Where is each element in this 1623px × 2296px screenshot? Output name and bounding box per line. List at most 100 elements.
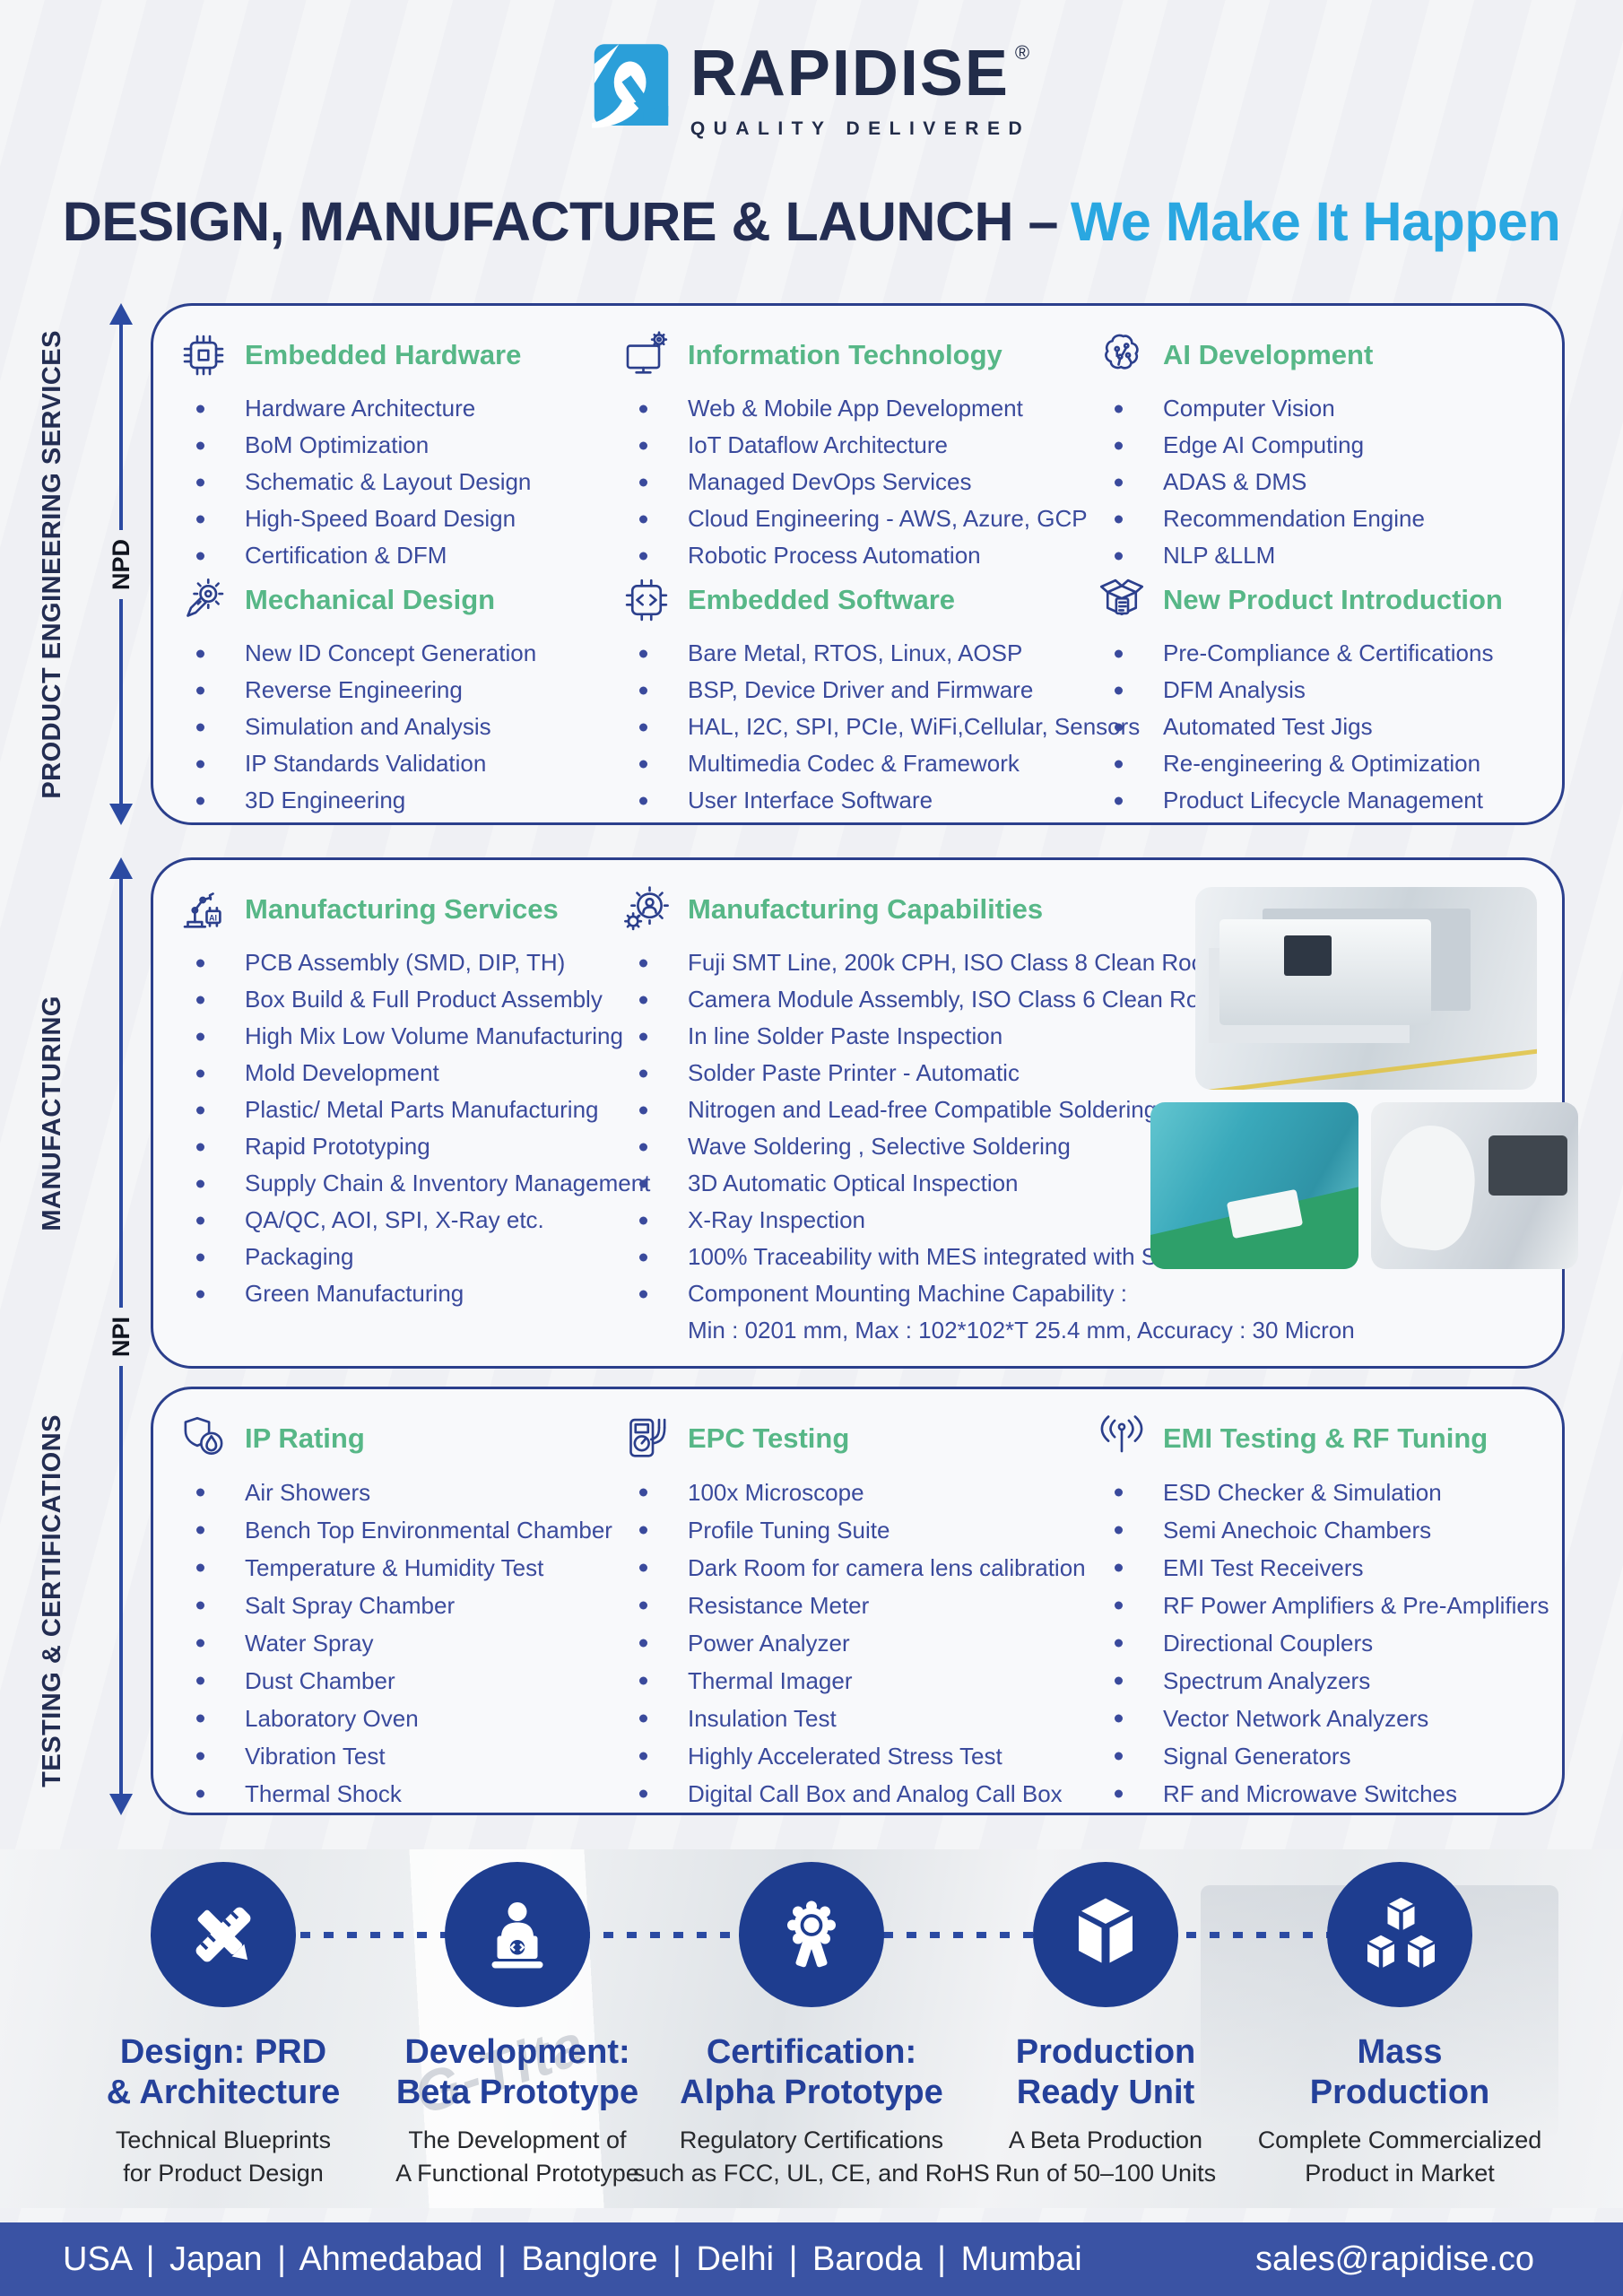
list-item-text: Product Lifecycle Management [1163, 787, 1483, 813]
bullet-icon [639, 1676, 647, 1685]
footer-locations: USA | Japan | Ahmedabad | Banglore | Del… [63, 2239, 1082, 2278]
list-item: RF and Microwave Switches [1097, 1775, 1537, 1813]
list-item-text: 100x Microscope [688, 1479, 864, 1506]
bullet-icon [196, 1752, 204, 1761]
shield-droplet-icon [178, 1413, 229, 1464]
bullet-icon [196, 515, 204, 523]
list-item: Packaging [178, 1239, 621, 1275]
bullet-icon [1115, 723, 1123, 731]
manufacturing-photos [1150, 883, 1578, 1353]
group-mechanical-design: Mechanical Design New ID Concept Generat… [178, 574, 621, 819]
group-embedded-software: Embedded Software Bare Metal, RTOS, Linu… [621, 574, 1140, 819]
chip-icon [178, 330, 229, 380]
list-item-text: New ID Concept Generation [245, 639, 537, 666]
list-item-text: Dust Chamber [245, 1667, 395, 1694]
list-item-text: Fuji SMT Line, 200k CPH, ISO Class 8 Cle… [688, 949, 1224, 976]
group-title: EMI Testing & RF Tuning [1163, 1422, 1488, 1454]
process-step-design: Design: PRD& Architecture Technical Blue… [76, 1849, 370, 2191]
list-item: Dust Chamber [178, 1662, 621, 1700]
bullet-icon [639, 1601, 647, 1610]
photo-operator-shape [1376, 1120, 1482, 1255]
bullet-icon [196, 1676, 204, 1685]
npi-double-arrow: NPI [102, 857, 140, 1816]
group-information-technology: Information Technology Web & Mobile App … [621, 329, 1097, 574]
bullet-icon [196, 1526, 204, 1535]
photo-floor-line-shape [1195, 1045, 1537, 1090]
bullet-icon [1115, 1789, 1123, 1798]
list-item: Reverse Engineering [178, 672, 621, 709]
list-item-text: Supply Chain & Inventory Management [245, 1170, 651, 1196]
bullet-icon [196, 1563, 204, 1572]
list-item: Schematic & Layout Design [178, 464, 621, 500]
list-item: Thermal Imager [621, 1662, 1097, 1700]
list-item: Salt Spray Chamber [178, 1587, 621, 1624]
open-box-icon [1097, 575, 1147, 625]
group-title: Manufacturing Services [245, 893, 559, 925]
bullet-icon [1115, 796, 1123, 804]
group-title: AI Development [1163, 339, 1374, 370]
list-item-text: Green Manufacturing [245, 1280, 464, 1307]
list-item: Digital Call Box and Analog Call Box [621, 1775, 1097, 1813]
list-item: BoM Optimization [178, 427, 621, 464]
bullet-icon [196, 1069, 204, 1077]
bullet-icon [196, 1488, 204, 1497]
bullet-icon [639, 552, 647, 560]
list-item-text: Plastic/ Metal Parts Manufacturing [245, 1096, 599, 1123]
npi-tag: NPI [107, 1316, 135, 1357]
list-item-text: Thermal Shock [245, 1780, 402, 1807]
list-item-text: Temperature & Humidity Test [245, 1554, 544, 1581]
list-item-text: Bench Top Environmental Chamber [245, 1517, 612, 1544]
group-title: Manufacturing Capabilities [688, 893, 1044, 925]
cube-icon [1079, 1898, 1133, 1963]
list-item: Directional Couplers [1097, 1624, 1537, 1662]
list-item: High Mix Low Volume Manufacturing [178, 1018, 623, 1055]
list-item-text: Mold Development [245, 1059, 439, 1086]
list-item-text: Robotic Process Automation [688, 542, 981, 569]
bullet-icon [1115, 1526, 1123, 1535]
list-item: Managed DevOps Services [621, 464, 1097, 500]
bullet-icon [196, 723, 204, 731]
list-item: ESD Checker & Simulation [1097, 1474, 1537, 1511]
list-item: Nitrogen and Lead-free Compatible Solder… [621, 1091, 1195, 1128]
bullet-icon [639, 1789, 647, 1798]
list-item-text: Web & Mobile App Development [688, 395, 1023, 422]
rail-manufacturing-testing: MANUFACTURING TESTING & CERTIFICATIONS N… [23, 857, 140, 1816]
bullet-icon [196, 478, 204, 486]
list-item: IoT Dataflow Architecture [621, 427, 1097, 464]
list-item-text: Bare Metal, RTOS, Linux, AOSP [688, 639, 1023, 666]
service-list: Bare Metal, RTOS, Linux, AOSP BSP, Device… [621, 635, 1140, 819]
bullet-icon [196, 1290, 204, 1298]
list-item: Component Mounting Machine Capability : [621, 1275, 1195, 1312]
stacked-cubes-icon [1367, 1897, 1435, 1968]
list-item-text: Box Build & Full Product Assembly [245, 986, 603, 1013]
bullet-icon [196, 1601, 204, 1610]
process-flow: G-Tita Design: PRD& Architecture Technic… [0, 1849, 1623, 2208]
brand-name: RAPIDISE® [690, 38, 1032, 109]
list-item: Dark Room for camera lens calibration [621, 1549, 1097, 1587]
group-title: IP Rating [245, 1422, 365, 1454]
list-item-text: Insulation Test [688, 1705, 837, 1732]
list-item: Certification & DFM [178, 537, 621, 574]
footer-bar: USA | Japan | Ahmedabad | Banglore | Del… [0, 2222, 1623, 2296]
certification-circle [739, 1862, 884, 2007]
list-item-text: Re-engineering & Optimization [1163, 750, 1481, 777]
ai-brain-icon [1097, 330, 1147, 380]
list-item: Supply Chain & Inventory Management [178, 1165, 650, 1202]
list-item-text: Schematic & Layout Design [245, 468, 532, 495]
list-item: ADAS & DMS [1097, 464, 1537, 500]
list-item: DFM Analysis [1097, 672, 1537, 709]
list-item-text: BSP, Device Driver and Firmware [688, 676, 1034, 703]
monitor-gears-icon [621, 330, 672, 380]
list-item-text: Pre-Compliance & Certifications [1163, 639, 1494, 666]
bullet-icon [639, 478, 647, 486]
list-item-text: ESD Checker & Simulation [1163, 1479, 1442, 1506]
list-item-text: Automated Test Jigs [1163, 713, 1373, 740]
list-item: Solder Paste Printer - Automatic [621, 1055, 1195, 1091]
footer-email-link[interactable]: sales@rapidise.co [1255, 2239, 1535, 2278]
list-item-text: Rapid Prototyping [245, 1133, 430, 1160]
